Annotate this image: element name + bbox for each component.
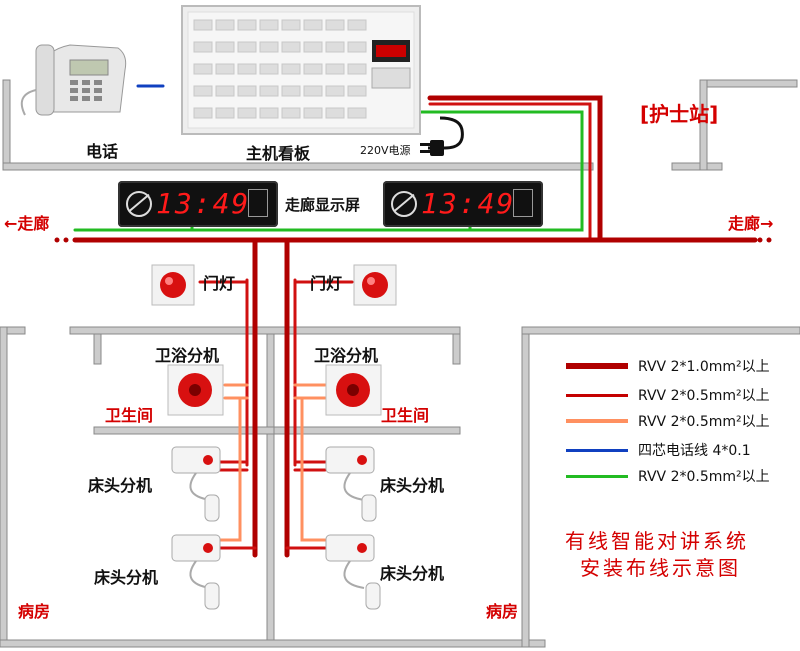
corridor-display-left: 13:49 — [118, 181, 278, 227]
legend-item: RVV 2*0.5mm²以上 — [566, 410, 770, 432]
legend-swatch — [566, 393, 628, 397]
door-light-left-label: 门灯 — [203, 274, 236, 293]
legend-text: RVV 2*1.0mm²以上 — [638, 359, 770, 375]
bed-unit-4-label: 床头分机 — [380, 564, 445, 583]
host-slot — [237, 85, 257, 97]
legend-swatch — [566, 448, 628, 452]
corridor-display-right: 13:49 — [383, 181, 543, 227]
legend-text: 四芯电话线 4*0.1 — [638, 443, 751, 459]
host-slot — [237, 107, 257, 119]
phone-label: 电话 — [86, 142, 119, 161]
host-slot — [325, 85, 345, 97]
no-smoking-icon — [126, 191, 152, 217]
nurse-station-label: [护士站] — [640, 102, 719, 126]
host-slot — [193, 107, 213, 119]
walls — [0, 79, 800, 648]
host-slot — [215, 85, 235, 97]
power-label: 220V电源 — [360, 144, 411, 157]
host-slot — [347, 85, 367, 97]
host-slot — [215, 63, 235, 75]
legend-swatch — [566, 363, 628, 369]
host-slot — [237, 41, 257, 53]
clock-time: 13:49 — [421, 187, 516, 220]
host-slot — [259, 41, 279, 53]
host-slot — [215, 19, 235, 31]
display-logo-icon — [248, 189, 268, 217]
host-slot — [303, 85, 323, 97]
corridor-right-label: 走廊→ — [728, 214, 774, 233]
legend-item: 四芯电话线 4*0.1 — [566, 439, 751, 461]
telephone — [20, 44, 127, 116]
host-slot — [325, 63, 345, 75]
host-slot — [193, 63, 213, 75]
host-slot — [281, 85, 301, 97]
host-slot — [193, 41, 213, 53]
host-slot — [347, 63, 367, 75]
corridor-left-label: ←走廊 — [4, 214, 50, 233]
legend-swatch — [566, 419, 628, 423]
door-light-right — [353, 264, 397, 306]
host-slot — [303, 19, 323, 31]
no-smoking-icon — [391, 191, 417, 217]
host-slot — [281, 63, 301, 75]
bath-unit-right — [325, 364, 382, 416]
host-slot — [259, 107, 279, 119]
toilet-right-label: 卫生间 — [381, 406, 430, 425]
bed-unit-1 — [171, 446, 221, 522]
host-board-slots — [193, 19, 367, 119]
diagram-title-line2: 安装布线示意图 — [580, 556, 741, 580]
host-slot — [281, 19, 301, 31]
host-slot — [325, 107, 345, 119]
host-slot — [347, 107, 367, 119]
bed-unit-2-label: 床头分机 — [380, 476, 445, 495]
host-board-label: 主机看板 — [246, 144, 311, 163]
corridor-display-label: 走廊显示屏 — [285, 196, 361, 214]
host-slot — [193, 85, 213, 97]
host-slot — [259, 19, 279, 31]
legend-item: RVV 2*0.5mm²以上 — [566, 384, 770, 406]
diagram-title-line1: 有线智能对讲系统 — [565, 529, 749, 553]
legend-text: RVV 2*0.5mm²以上 — [638, 414, 770, 430]
bath-unit-left — [167, 364, 224, 416]
bed-unit-2 — [325, 446, 377, 522]
power-plug-icon — [420, 116, 464, 156]
legend-item: RVV 2*0.5mm²以上 — [566, 465, 770, 487]
host-slot — [215, 107, 235, 119]
host-slot — [281, 107, 301, 119]
legend-text: RVV 2*0.5mm²以上 — [638, 469, 770, 485]
display-logo-icon — [513, 189, 533, 217]
host-slot — [303, 41, 323, 53]
toilet-left-label: 卫生间 — [105, 406, 154, 425]
corridor-dots — [54, 237, 772, 243]
host-slot — [325, 19, 345, 31]
host-slot — [259, 63, 279, 75]
clock-time: 13:49 — [156, 187, 251, 220]
bed-unit-3-label: 床头分机 — [94, 568, 159, 587]
bed-unit-1-label: 床头分机 — [88, 476, 153, 495]
host-slot — [237, 19, 257, 31]
legend-text: RVV 2*0.5mm²以上 — [638, 388, 770, 404]
bed-unit-4 — [325, 534, 381, 610]
bath-unit-right-label: 卫浴分机 — [314, 346, 379, 365]
host-slot — [347, 41, 367, 53]
legend-swatch — [566, 474, 628, 478]
door-light-left — [151, 264, 195, 306]
bed-unit-3 — [171, 534, 221, 610]
door-light-right-label: 门灯 — [310, 274, 343, 293]
legend-item: RVV 2*1.0mm²以上 — [566, 355, 770, 377]
host-slot — [259, 85, 279, 97]
host-slot — [281, 41, 301, 53]
host-slot — [325, 41, 345, 53]
host-slot — [215, 41, 235, 53]
host-slot — [303, 63, 323, 75]
bath-unit-left-label: 卫浴分机 — [155, 346, 220, 365]
host-slot — [237, 63, 257, 75]
ward-left-label: 病房 — [18, 602, 51, 621]
ward-right-label: 病房 — [486, 602, 519, 621]
host-slot — [193, 19, 213, 31]
host-slot — [303, 107, 323, 119]
host-slot — [347, 19, 367, 31]
